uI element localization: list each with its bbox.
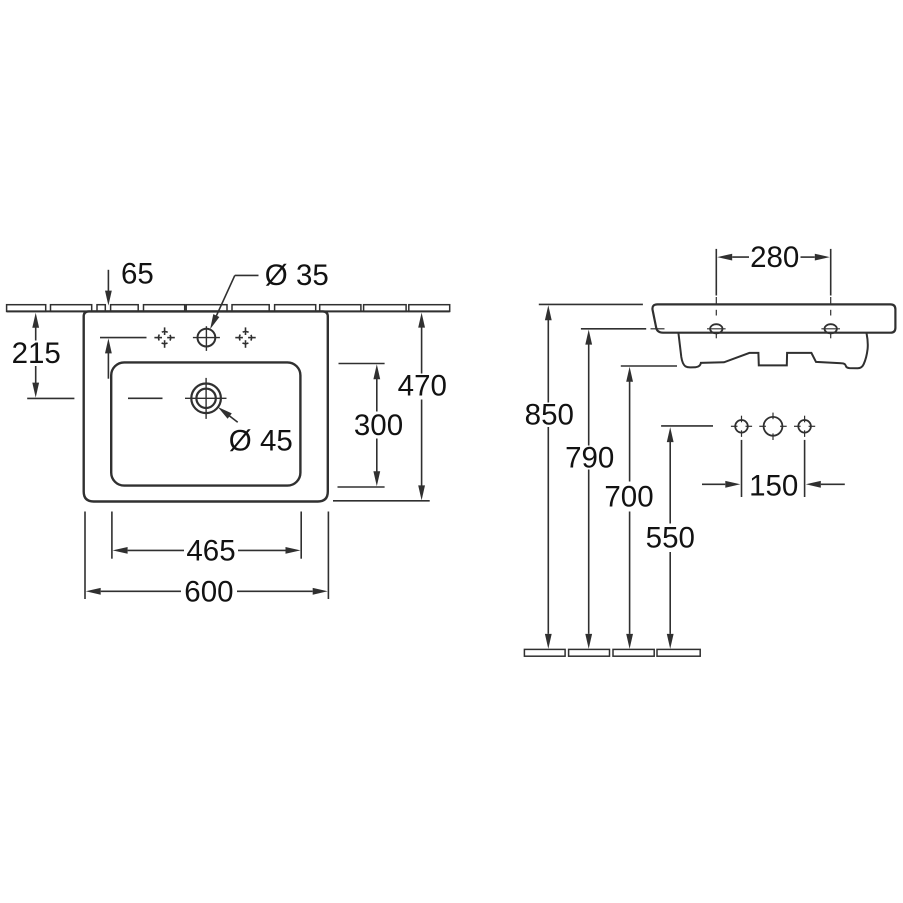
svg-text:600: 600 <box>184 575 233 608</box>
svg-text:65: 65 <box>121 258 154 291</box>
svg-text:550: 550 <box>646 522 695 555</box>
svg-text:850: 850 <box>525 398 574 431</box>
svg-text:150: 150 <box>749 469 798 502</box>
svg-text:700: 700 <box>604 481 653 514</box>
svg-text:470: 470 <box>398 370 447 403</box>
svg-text:215: 215 <box>12 337 61 370</box>
svg-text:300: 300 <box>354 409 403 442</box>
svg-text:Ø 45: Ø 45 <box>229 424 293 457</box>
svg-text:Ø 35: Ø 35 <box>265 259 329 292</box>
svg-text:280: 280 <box>750 241 799 274</box>
svg-text:465: 465 <box>186 534 235 567</box>
svg-text:790: 790 <box>565 441 614 474</box>
